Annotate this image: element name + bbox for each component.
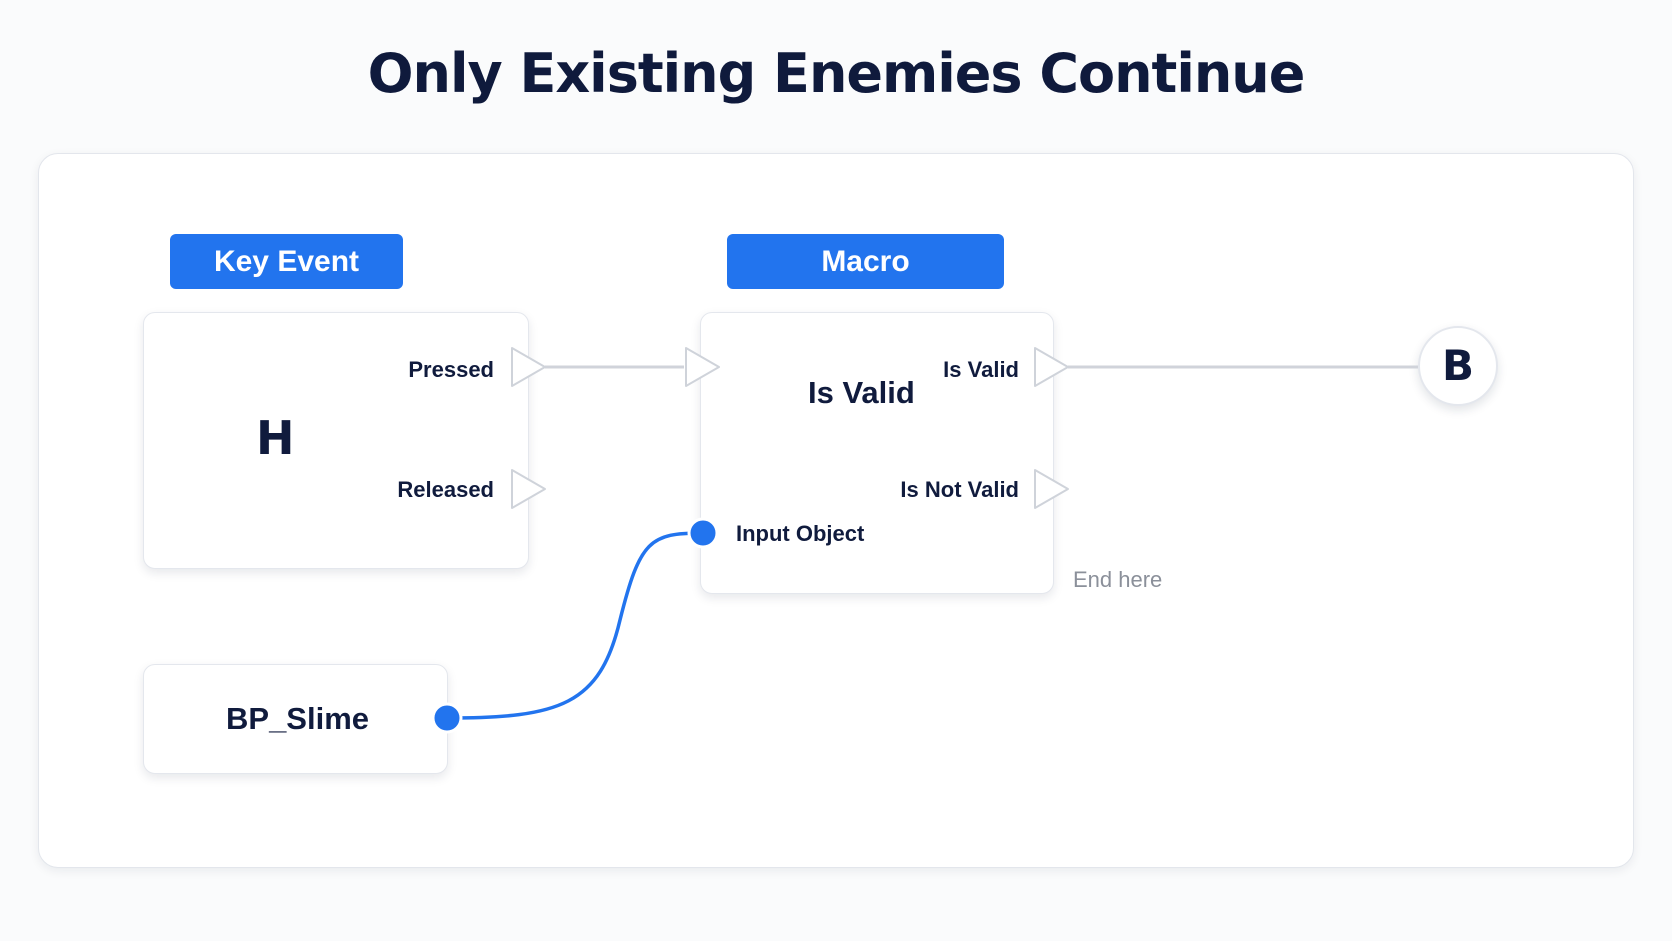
exec-pin-is-valid[interactable] [1034,347,1069,387]
key-event-header: Key Event [170,234,403,289]
key-event-key: H [256,411,295,465]
bp-slime-title: BP_Slime [226,701,370,736]
data-pin-bp-slime-output[interactable] [431,702,463,734]
exec-pin-is-not-valid[interactable] [1034,469,1069,509]
data-wire-bp-slime-to-input-object[interactable] [446,531,704,720]
bp-slime-node[interactable]: BP_Slime [143,664,448,774]
pin-label-is-not-valid: Is Not Valid [900,477,1019,502]
page-title: Only Existing Enemies Continue [367,42,1306,105]
is-valid-node-title: Is Valid [808,375,915,410]
macro-header: Macro [727,234,1004,289]
pin-label-released: Released [397,477,494,502]
exec-pin-pressed[interactable] [511,347,546,387]
data-pin-input-object[interactable] [687,517,719,549]
pin-label-pressed: Pressed [408,357,494,382]
reroute-node-b[interactable]: B [1418,326,1498,406]
pin-label-input-object: Input Object [736,521,865,546]
key-event-node[interactable]: H Pressed Released [143,312,529,569]
pin-label-is-valid: Is Valid [943,357,1019,382]
is-valid-node[interactable]: Is Valid Is Valid Is Not Valid Input Obj… [700,312,1054,594]
end-here-hint: End here [1073,567,1163,592]
exec-pin-released[interactable] [511,469,546,509]
exec-pin-macro-input[interactable] [685,347,720,387]
reroute-label: B [1441,341,1474,390]
